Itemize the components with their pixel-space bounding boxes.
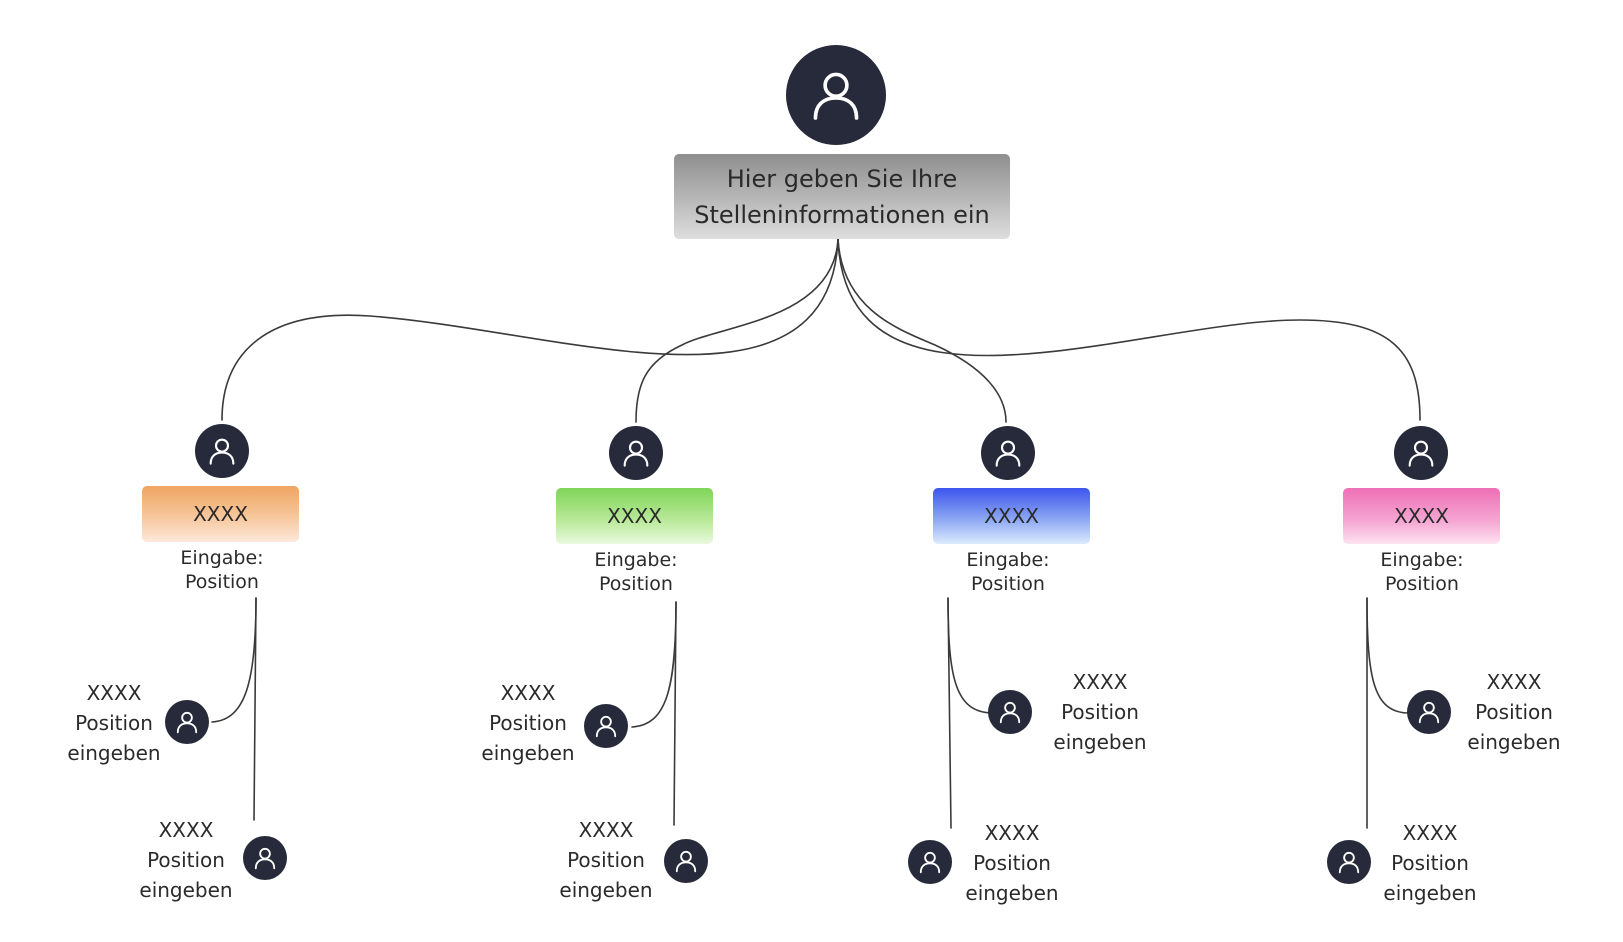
dept-4-box[interactable]: XXXX: [1343, 488, 1500, 544]
sub-name: XXXX: [86, 681, 142, 705]
dept-2-label: XXXX: [607, 504, 662, 528]
user-icon: [919, 851, 941, 874]
dept-1-sub-2-avatar[interactable]: [243, 836, 287, 880]
connector-root-dept-4: [837, 238, 1421, 421]
dept-3-sub-1-avatar[interactable]: [988, 690, 1032, 734]
dept-2-sub-1-label: XXXX Position eingeben: [468, 678, 588, 768]
sub-name: XXXX: [158, 818, 214, 842]
dept-3-box[interactable]: XXXX: [933, 488, 1090, 544]
dept-2-sub-1-avatar[interactable]: [584, 704, 628, 748]
root-position-box[interactable]: Hier geben Sie Ihre Stelleninformationen…: [674, 154, 1010, 239]
sub-position-line2: eingeben: [481, 741, 575, 765]
sub-position-line1: Position: [1475, 700, 1553, 724]
dept-1-sub-1-label: XXXX Position eingeben: [54, 678, 174, 768]
sub-position-line1: Position: [1061, 700, 1139, 724]
dept-2-caption: Eingabe: Position: [594, 549, 678, 595]
dept-4-label: XXXX: [1394, 504, 1449, 528]
connector-root-dept-1: [221, 238, 839, 421]
sub-name: XXXX: [984, 821, 1040, 845]
dept-4-sub-2-label: XXXX Position eingeben: [1370, 818, 1490, 908]
sub-position-line1: Position: [489, 711, 567, 735]
sub-name: XXXX: [1402, 821, 1458, 845]
user-icon: [254, 847, 276, 870]
user-icon: [595, 715, 617, 738]
connector-dept-2-sub-2: [673, 601, 677, 826]
user-icon: [1408, 440, 1434, 467]
dept-3-avatar[interactable]: [981, 426, 1035, 480]
dept-4-sub-2-avatar[interactable]: [1327, 840, 1371, 884]
connector-dept-3-sub-2: [947, 597, 952, 829]
sub-position-line1: Position: [75, 711, 153, 735]
sub-position-line2: eingeben: [67, 741, 161, 765]
connector-dept-3-sub-1: [947, 597, 993, 714]
sub-position-line2: eingeben: [965, 881, 1059, 905]
user-icon: [675, 850, 697, 873]
connector-dept-1-sub-1: [211, 597, 257, 723]
dept-4-avatar[interactable]: [1394, 426, 1448, 480]
connector-dept-1-sub-2: [253, 597, 257, 821]
sub-name: XXXX: [500, 681, 556, 705]
connector-root-dept-2: [635, 238, 839, 423]
dept-4-sub-1-avatar[interactable]: [1407, 690, 1451, 734]
sub-position-line2: eingeben: [1383, 881, 1477, 905]
dept-3-caption: Eingabe: Position: [966, 549, 1050, 595]
sub-position-line2: eingeben: [1053, 730, 1147, 754]
sub-name: XXXX: [1072, 670, 1128, 694]
dept-2-sub-2-avatar[interactable]: [664, 839, 708, 883]
user-icon: [999, 701, 1021, 724]
dept-2-box[interactable]: XXXX: [556, 488, 713, 544]
user-icon: [1338, 851, 1360, 874]
user-icon: [995, 440, 1021, 467]
sub-position-line2: eingeben: [1467, 730, 1561, 754]
connector-dept-2-sub-1: [631, 601, 677, 728]
dept-1-sub-2-label: XXXX Position eingeben: [126, 815, 246, 905]
sub-name: XXXX: [578, 818, 634, 842]
dept-1-sub-1-avatar[interactable]: [165, 700, 209, 744]
user-icon: [623, 440, 649, 467]
dept-4-caption: Eingabe: Position: [1380, 549, 1464, 595]
sub-position-line1: Position: [1391, 851, 1469, 875]
sub-position-line1: Position: [147, 848, 225, 872]
dept-4-sub-1-label: XXXX Position eingeben: [1454, 667, 1574, 757]
user-icon: [1418, 701, 1440, 724]
dept-3-sub-1-label: XXXX Position eingeben: [1040, 667, 1160, 757]
root-avatar[interactable]: [786, 45, 886, 145]
dept-3-sub-2-avatar[interactable]: [908, 840, 952, 884]
sub-position-line1: Position: [973, 851, 1051, 875]
dept-1-avatar[interactable]: [195, 424, 249, 478]
dept-2-sub-2-label: XXXX Position eingeben: [546, 815, 666, 905]
sub-name: XXXX: [1486, 670, 1542, 694]
connector-dept-4-sub-1: [1366, 597, 1409, 714]
sub-position-line1: Position: [567, 848, 645, 872]
sub-position-line2: eingeben: [139, 878, 233, 902]
dept-1-label: XXXX: [193, 502, 248, 526]
dept-1-caption: Eingabe: Position: [180, 547, 264, 593]
dept-1-box[interactable]: XXXX: [142, 486, 299, 542]
dept-3-label: XXXX: [984, 504, 1039, 528]
user-icon: [813, 72, 859, 120]
user-icon: [176, 711, 198, 734]
dept-2-avatar[interactable]: [609, 426, 663, 480]
user-icon: [209, 438, 235, 465]
connector-root-dept-3: [837, 238, 1007, 423]
sub-position-line2: eingeben: [559, 878, 653, 902]
dept-3-sub-2-label: XXXX Position eingeben: [952, 818, 1072, 908]
